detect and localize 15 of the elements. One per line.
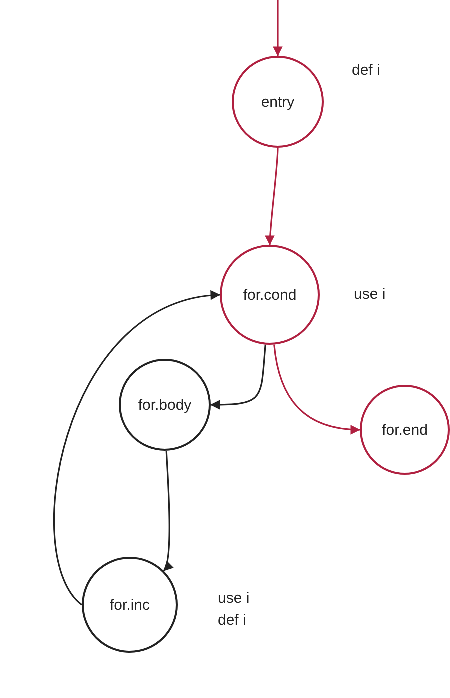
node-label: for.cond <box>243 286 297 304</box>
arrow <box>54 292 221 606</box>
arrow <box>210 344 266 410</box>
annotation-text: def i <box>352 62 380 79</box>
node-label: for.body <box>138 396 192 414</box>
annotation-text: use i <box>354 286 386 303</box>
arrow <box>265 148 279 246</box>
arrow <box>163 450 173 572</box>
arrow <box>273 0 283 57</box>
annotation-text: use i <box>218 590 250 607</box>
node-label: for.inc <box>110 596 150 614</box>
annotation-text: def i <box>218 612 246 629</box>
arrow <box>274 344 361 434</box>
node-label: for.end <box>382 422 428 438</box>
node-label: entry <box>261 94 295 110</box>
